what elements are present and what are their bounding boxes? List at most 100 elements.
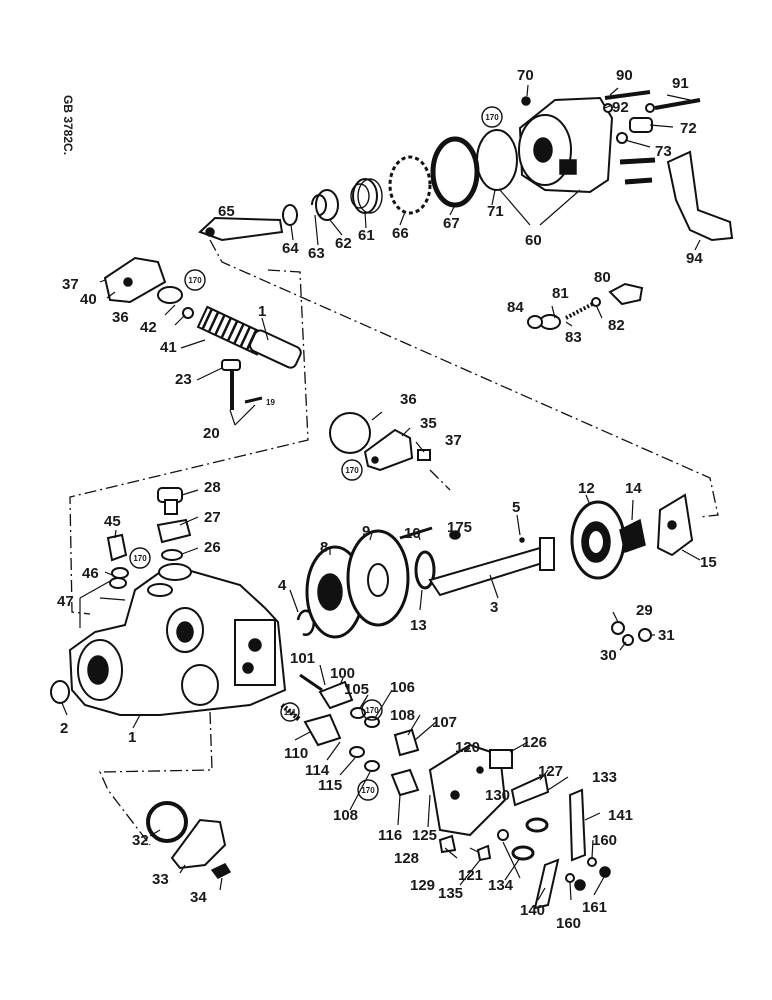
part-label: 161: [582, 899, 607, 916]
part-label: 126: [522, 734, 547, 751]
part-label: 37: [445, 432, 462, 449]
part-label: 9: [362, 523, 370, 540]
part-label: 82: [608, 317, 625, 334]
part-label: 73: [655, 143, 672, 160]
part-label: 64: [282, 240, 299, 257]
part-label: 127: [538, 763, 563, 780]
fitting-80-84: [527, 282, 644, 330]
part-label: 20: [203, 425, 220, 442]
part-label: 65: [218, 203, 235, 220]
callout-111: 111: [284, 708, 297, 717]
part-label: 67: [443, 215, 460, 232]
assembly-centerlines: [69, 239, 719, 846]
part-label: 12: [578, 480, 595, 497]
circlip-64: [282, 204, 298, 226]
seal-67: [430, 136, 480, 208]
part-label: 100: [330, 665, 355, 682]
part-label: 15: [700, 554, 717, 571]
part-label: 108: [333, 807, 358, 824]
bearing-61: [350, 178, 383, 214]
leader-lines: [61, 84, 701, 901]
part-labels: 70 90 91 92 72 73 65 64 63 62 61 66 67 7…: [57, 67, 717, 932]
part-label: 133: [592, 769, 617, 786]
part-label: 125: [412, 827, 437, 844]
part-label: 30: [600, 647, 617, 664]
part-label: 135: [438, 885, 463, 902]
part-label: 60: [525, 232, 542, 249]
part-label: 116: [378, 827, 402, 844]
part-label: 94: [686, 250, 703, 267]
part-label: 71: [487, 203, 504, 220]
spring-washer-66: [388, 155, 432, 215]
part-label: 5: [512, 499, 520, 516]
part-label: 45: [104, 513, 121, 530]
part-label: 1: [258, 303, 266, 320]
circlip-63: [311, 194, 327, 217]
part-label: 61: [358, 227, 375, 244]
part-label: 13: [410, 617, 427, 634]
part-label: 32: [132, 832, 149, 849]
part-label: 63: [308, 245, 325, 262]
part-label: 33: [152, 871, 169, 888]
part-label: 72: [680, 120, 697, 137]
part-label: 28: [204, 479, 221, 496]
circled-callouts: 170 170 170 170 170 170 111 19: [129, 106, 503, 801]
part-label: 101: [290, 650, 315, 667]
part-label: 14: [625, 480, 642, 497]
fasteners-29-31: [611, 621, 652, 646]
part-label: 160: [592, 832, 617, 849]
part-label: 26: [204, 539, 221, 556]
part-label: 1: [128, 729, 136, 746]
part-label: 114: [305, 762, 330, 779]
part-label: 90: [616, 67, 633, 84]
callout-170: 170: [485, 113, 499, 122]
o-ring-32: [146, 801, 188, 843]
part-label: 141: [608, 807, 633, 824]
callout-170: 170: [188, 276, 202, 285]
part-label: 130: [485, 787, 510, 804]
cover-plate-35: [329, 412, 431, 472]
bracket-94: [666, 150, 734, 242]
o-ring-71: [476, 129, 518, 191]
part-label: 62: [335, 235, 352, 252]
part-label: 41: [160, 339, 177, 356]
part-label: 92: [612, 99, 629, 116]
cover-housing-60: [518, 96, 614, 194]
screw-34: [210, 863, 232, 879]
part-label: 91: [672, 75, 689, 92]
part-label: 40: [80, 291, 97, 308]
part-label: 3: [490, 599, 498, 616]
part-label: 35: [420, 415, 437, 432]
fittings-26-28-45: [106, 487, 192, 589]
part-label: 36: [112, 309, 129, 326]
part-label: 29: [636, 602, 653, 619]
part-label: 110: [284, 745, 308, 762]
part-label: 42: [140, 319, 157, 336]
part-label: 140: [520, 902, 545, 919]
part-label: 160: [556, 915, 581, 932]
part-label: 34: [190, 889, 207, 906]
part-label: 2: [60, 720, 68, 737]
pump-housing-1: [68, 563, 287, 716]
washer-62: [315, 189, 339, 221]
part-label: 23: [175, 371, 192, 388]
part-label: 36: [400, 391, 417, 408]
part-label: 27: [204, 509, 221, 526]
part-label: 4: [278, 577, 287, 594]
drawing-code: GB 3782C.: [61, 95, 75, 155]
part-label: 66: [392, 225, 409, 242]
part-label: 83: [565, 329, 582, 346]
part-label: 81: [552, 285, 569, 302]
part-label: 80: [594, 269, 611, 286]
plug-2: [50, 680, 70, 704]
part-label: 31: [658, 627, 675, 644]
shaft-group: [296, 493, 694, 639]
callout-170: 170: [361, 786, 375, 795]
part-label: 106: [390, 679, 415, 696]
part-label: 121: [458, 867, 483, 884]
part-label: 108: [390, 707, 415, 724]
part-label: 8: [320, 539, 328, 556]
part-label: 10: [404, 525, 421, 542]
part-label: 129: [410, 877, 435, 894]
part-label: 120: [455, 739, 480, 756]
